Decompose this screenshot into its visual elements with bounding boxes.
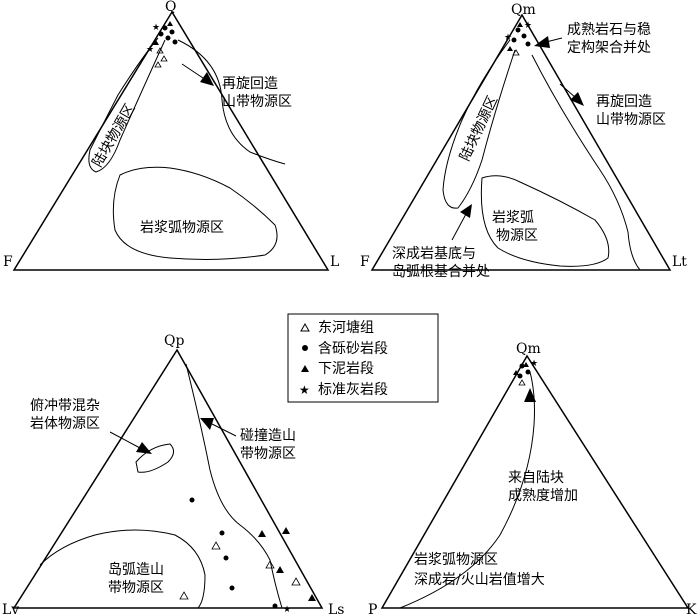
mature-field-label-line2: 定构架合并处: [567, 40, 651, 56]
arrow-to-recycled: [559, 83, 584, 106]
vertex-top-label: Qm: [511, 2, 536, 18]
maturity-label-line2: 成熟度增加: [508, 488, 578, 504]
basement-field-label-line1: 深成岩基底与: [392, 245, 476, 262]
collision-field-label-line1: 碰撞造山: [240, 428, 296, 444]
arrow-to-mature: [534, 36, 563, 48]
arc-label-line1: 岩浆弧物源区: [414, 552, 498, 568]
melange-field-label-line2: 岩体物源区: [30, 416, 100, 432]
legend-symbol-star-filled: ★: [299, 383, 310, 397]
melange-field-label-line1: 俯冲带混杂: [30, 398, 100, 414]
triangle-frame: [12, 348, 324, 609]
triangle-frame: [380, 354, 690, 609]
recycled-field-boundary: [177, 39, 286, 165]
arc-field-label-line2: 物源区: [496, 228, 538, 244]
svg-text:★: ★: [504, 33, 512, 43]
vertex-top-label: Qp: [164, 333, 184, 349]
vertex-top-label: Q: [165, 0, 176, 15]
recycled-field-label-line1: 再旋回造: [596, 94, 652, 110]
recycled-field-label-line2: 山带物源区: [596, 112, 666, 128]
arrow-to-collision: [200, 418, 237, 437]
craton-field-boundary: [88, 37, 166, 173]
legend-symbol-triangle-filled: [301, 365, 309, 372]
mature-field-label-line1: 成熟岩石与稳: [567, 22, 651, 38]
diagram-qfl: Q F L 陆块物源区 再旋回造 山带物源区 岩浆弧物源区 ★ ★: [3, 0, 339, 271]
sample-cluster: ★: [513, 359, 538, 386]
arc-field-boundary: [39, 529, 206, 609]
craton-field-boundary: [442, 39, 516, 209]
diagram-qmpk: Qm P K 来自陆块 成熟度增加 岩浆弧物源区 深成岩/火山岩值增大 ★: [368, 341, 697, 616]
vertex-right-label: K: [686, 602, 697, 616]
arc-field-boundary: [480, 175, 610, 267]
arrow-maturity: [524, 388, 536, 402]
legend-label-4: 标准灰岩段: [318, 382, 388, 398]
svg-text:★: ★: [283, 605, 291, 615]
vertex-right-label: Ls: [328, 602, 344, 616]
triangle-frame: [12, 10, 330, 271]
vertex-left-label: Lv: [2, 602, 19, 616]
diagram-qmflt: Qm F Lt 陆块物源区 成熟岩石与稳 定构架合并处 再旋回造 山带物源区 岩…: [360, 2, 687, 280]
vertex-top-label: Qm: [516, 341, 541, 357]
vertex-left-label: F: [360, 254, 370, 270]
svg-text:★: ★: [530, 359, 538, 369]
svg-text:★: ★: [524, 21, 532, 31]
arc-label-line2: 深成岩/火山岩值增大: [414, 572, 545, 588]
arc-field-label-line1: 岩浆弧: [492, 210, 534, 226]
vertex-right-label: Lt: [672, 254, 687, 270]
arrow-to-basement: [451, 204, 472, 241]
craton-field-label: 陆块物源区: [457, 93, 501, 163]
legend: 东河塘组 含砾砂岩段 下泥岩段 ★ 标准灰岩段: [287, 313, 439, 403]
vertex-right-label: L: [330, 254, 339, 270]
diagram-qplvls: Qp Lv Ls 俯冲带混杂 岩体物源区 碰撞造山 带物源区 岛弧造山 带物源区: [2, 333, 344, 616]
arc-field-label: 岩浆弧物源区: [140, 220, 224, 236]
triangle-frame: [370, 13, 672, 271]
arrow-to-recycled: [181, 63, 214, 86]
collision-field-boundary: [185, 363, 283, 609]
arc-field-label-line1: 岛弧造山: [108, 562, 164, 578]
legend-symbol-circle-filled: [302, 345, 308, 351]
arrow-to-melange: [109, 431, 152, 454]
legend-label-2: 含砾砂岩段: [318, 341, 388, 357]
svg-text:★: ★: [146, 45, 154, 55]
sample-points: ★: [179, 497, 316, 615]
legend-label-3: 下泥岩段: [318, 361, 374, 377]
melange-field-ellipse: [135, 443, 174, 473]
sample-cluster: ★ ★: [504, 21, 532, 56]
vertex-left-label: P: [368, 602, 377, 616]
sample-cluster: ★ ★: [146, 21, 178, 68]
trend-boundary: [399, 371, 535, 609]
recycled-field-boundary: [531, 54, 641, 271]
arc-field-boundary: [112, 166, 278, 260]
svg-text:★: ★: [152, 23, 160, 33]
vertex-left-label: F: [3, 254, 13, 270]
collision-field-label-line2: 带物源区: [240, 446, 296, 462]
legend-box: [287, 313, 439, 403]
basement-field-label-line2: 岛弧根基合并处: [392, 263, 490, 280]
recycled-field-label-line1: 再旋回造: [222, 76, 278, 92]
maturity-label-line1: 来自陆块: [508, 470, 564, 486]
legend-symbol-triangle-open: [300, 322, 310, 332]
arc-field-label-line2: 带物源区: [108, 580, 164, 596]
recycled-field-label-line2: 山带物源区: [222, 94, 292, 110]
legend-label-1: 东河塘组: [318, 320, 374, 336]
